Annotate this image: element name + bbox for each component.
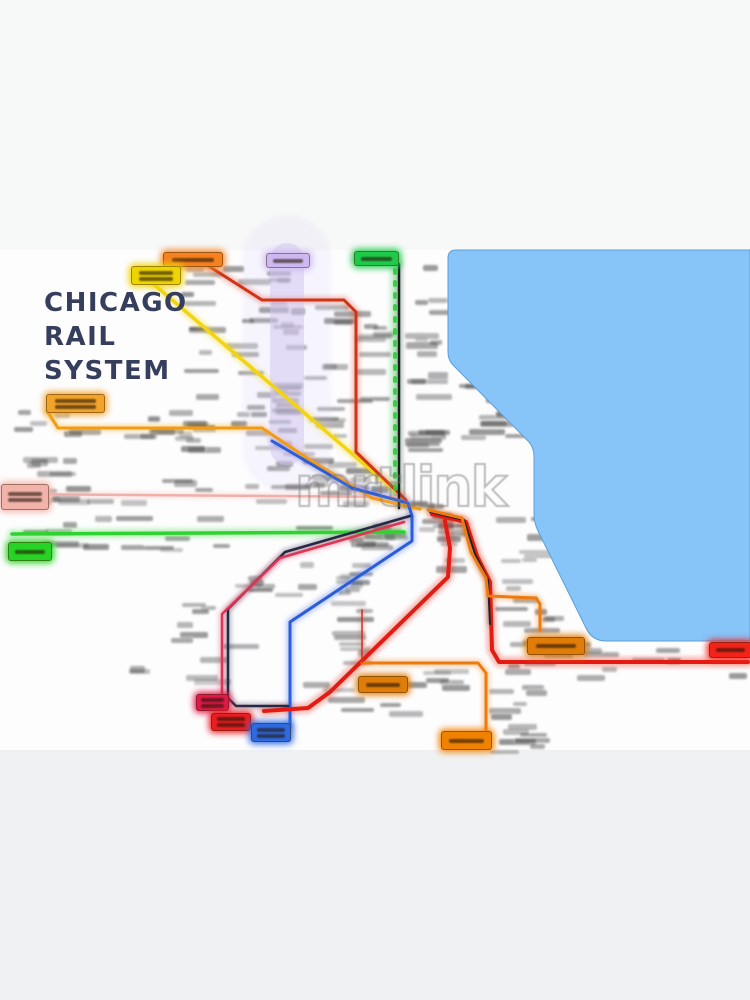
red-line-southwest (262, 519, 452, 713)
crimson-line (220, 520, 406, 697)
map-title-line1: CHICAGO (44, 288, 188, 318)
lake-michigan (447, 249, 750, 642)
blue-line (270, 439, 414, 729)
map-title-line3: SYSTEM (44, 356, 171, 386)
top-matte (0, 0, 750, 250)
orange-line-south-bottom (360, 661, 488, 734)
red-line-southeast (430, 512, 750, 664)
yellow-line (148, 279, 400, 495)
bottom-matte (0, 750, 750, 1000)
map-title: CHICAGO RAIL SYSTEM (44, 286, 188, 388)
navy-line (226, 514, 412, 708)
red-line-north (205, 263, 408, 502)
orange-line-south-bottom (358, 659, 490, 736)
pink-line-west (4, 492, 400, 499)
map-title-line2: RAIL (44, 322, 117, 352)
orange-line-west (45, 409, 422, 511)
watermark-text: mrtlink (294, 454, 508, 520)
green-line-west (10, 530, 406, 536)
orange-line-southeast (426, 508, 542, 632)
